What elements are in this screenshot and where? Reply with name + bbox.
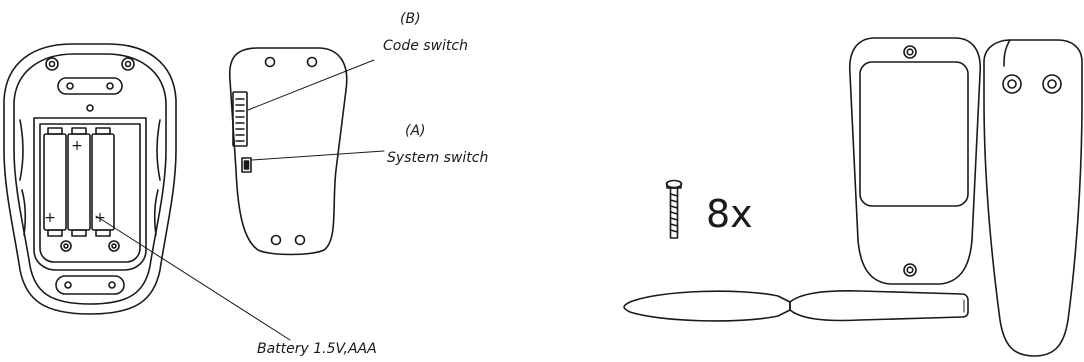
system-switch-leader-line (251, 150, 385, 161)
system-switch-label: System switch (387, 150, 489, 166)
system-switch-letter: (A) (405, 123, 426, 139)
screw-icon (665, 179, 683, 239)
battery-plus-sign: + (44, 210, 56, 226)
code-switch-leader-line (247, 59, 375, 111)
code-switch-label: Code switch (383, 38, 468, 54)
battery-plus-sign: + (71, 138, 83, 154)
code-switch-letter: (B) (400, 11, 421, 27)
screw-quantity-label: 8x (706, 192, 753, 236)
battery-cover-illustration (228, 47, 348, 256)
battery-cover-front-illustration (849, 37, 981, 285)
battery-leader-line (95, 215, 291, 341)
remote-handle-illustration (983, 39, 1083, 357)
battery-label: Battery 1.5V,AAA (257, 341, 377, 357)
remote-back-open-illustration (3, 43, 177, 315)
screwdriver-icon (623, 290, 969, 322)
